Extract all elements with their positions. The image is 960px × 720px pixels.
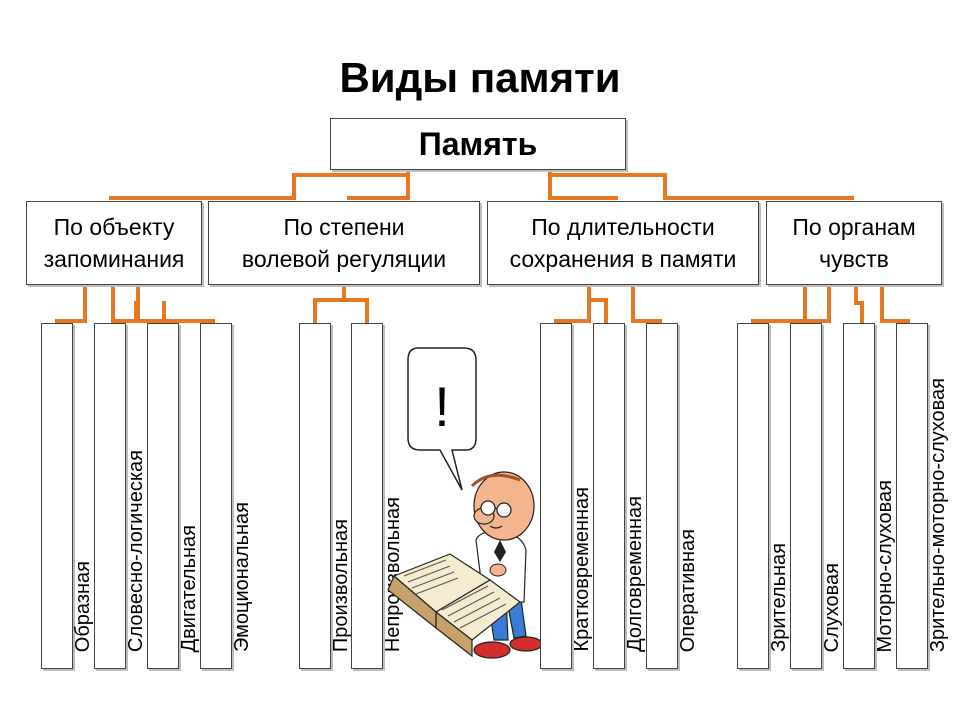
category-label: По степени волевой регуляции [241,214,447,272]
category-label: По объекту запоминания [43,214,185,272]
category-box-object: По объекту запоминания [26,201,202,285]
leaf-label: Оперативная [677,528,699,652]
leaf-box-proizvolnaya: Произвольная [299,323,352,669]
category-box-duration: По длительности сохранения в памяти [487,201,759,285]
leaf-box-dolgovremennaya: Долговременная [593,323,646,669]
cat3-connector [554,283,591,323]
speech-bubble: ! [407,347,477,491]
leaf-box-slovesno-logicheskaya: Словесно-логическая [94,323,147,669]
leaf-label: Эмоциональная [231,501,253,652]
root-box-pamyat: Память [330,118,626,170]
leaf-box-zritelno-motorno-slukhovaya: Зрительно-моторно-слуховая [896,323,949,669]
leaf-box-neproizvolnaya: Непроизвольная [351,323,404,669]
leaf-label: Зрительная [768,543,790,652]
root-connector-left [292,170,410,200]
leaf-box-obraznaya: Образная [41,323,94,669]
leaf-label: Словесно-логическая [125,450,147,652]
leaf-label: Образная [72,560,94,652]
tie [494,540,506,562]
speech-bubble-text: ! [434,375,450,438]
category-box-senses: По органам чувств [766,201,942,285]
leaf-box-emotsionalnaya: Эмоциональная [200,323,253,669]
leaf-box-kratkovremennaya: Кратковременная [540,323,593,669]
leaf-label: Слуховая [821,562,843,652]
cat2-connector [313,283,346,323]
cat4-connector [751,283,807,323]
reading-boy-illustration: ! [387,347,540,659]
category-label: По длительности сохранения в памяти [509,214,737,272]
leaf-label: Кратковременная [571,487,593,652]
root-connector-right [548,170,667,200]
root-connector-mid [347,173,410,200]
root-label: Память [418,125,538,162]
leaf-box-operativnaya: Оперативная [646,323,699,669]
root-connector-right-2 [548,173,618,200]
leaf-label: Моторно-слуховая [874,479,896,653]
open-book [387,553,521,658]
head [470,471,535,541]
leaf-box-dvigatelnaya: Двигательная [147,323,200,669]
leaf-box-motorno-slukhovaya: Моторно-слуховая [843,323,896,669]
category-box-volition: По степени волевой регуляции [208,201,480,285]
leaf-box-zritelnaya: Зрительная [737,323,790,669]
leaf-label: Долговременная [624,496,646,652]
leaf-label: Зрительно-моторно-слуховая [927,377,949,652]
diagram-title: Виды памяти [339,54,621,101]
leaf-label: Двигательная [178,524,200,652]
leaf-box-slukhovaya: Слуховая [790,323,843,669]
category-label: По органам чувств [792,214,916,272]
